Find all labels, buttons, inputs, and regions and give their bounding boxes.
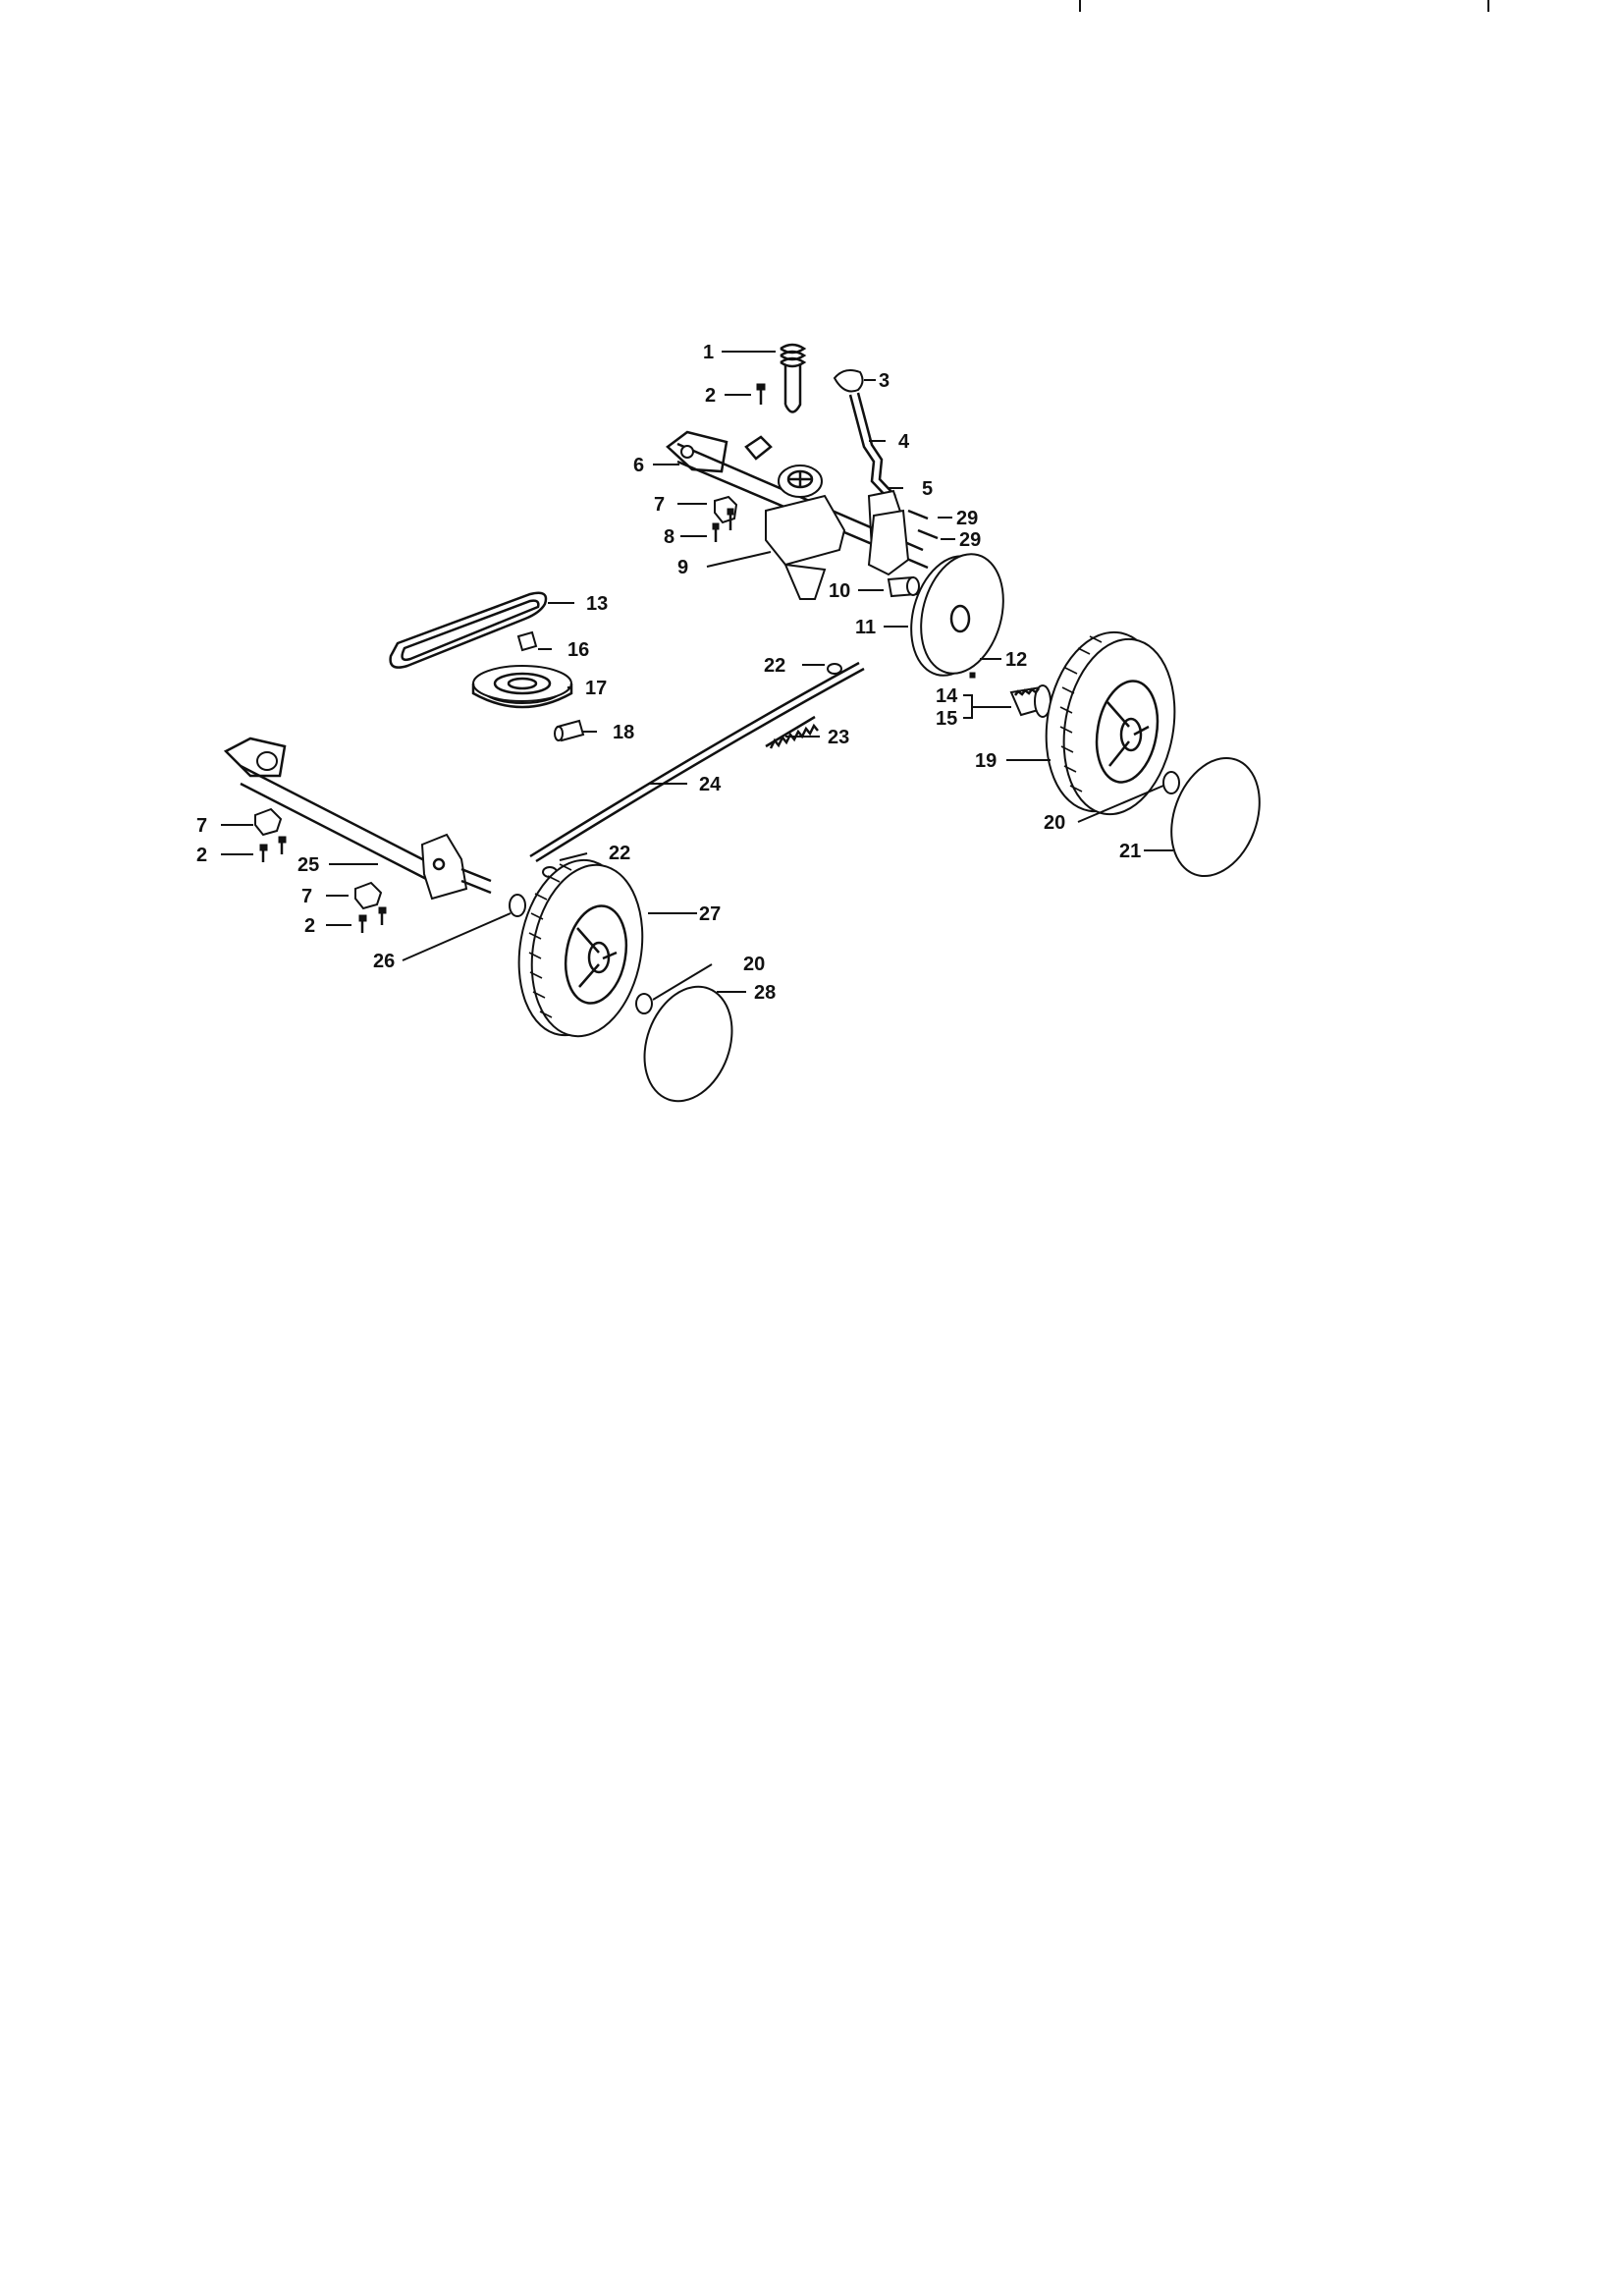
pulley-part [471, 665, 573, 709]
screw-part [259, 836, 387, 933]
knob-part [833, 369, 864, 393]
callout-2: 2 [705, 385, 716, 407]
bolt-part [712, 508, 734, 542]
callout-2: 2 [196, 845, 207, 866]
key-part [516, 630, 538, 652]
callout-17: 17 [585, 678, 607, 699]
hub-nut-part [635, 993, 653, 1014]
callout-9: 9 [677, 557, 688, 578]
callout-labels: 1 2 3 4 5 6 7 8 9 29 29 10 11 12 14 15 1… [196, 342, 1141, 1004]
leader-lines [221, 351, 1173, 1001]
washer-part [509, 894, 526, 917]
callout-20: 20 [1044, 812, 1065, 834]
key-part [969, 672, 976, 679]
callout-16: 16 [567, 639, 589, 661]
callout-11: 11 [855, 617, 876, 638]
callout-29: 29 [959, 529, 981, 551]
callout-5: 5 [922, 478, 933, 500]
callout-1: 1 [703, 342, 714, 363]
callout-24: 24 [699, 774, 722, 795]
callout-6: 6 [633, 455, 644, 476]
rod-part [529, 661, 860, 858]
callout-18: 18 [613, 722, 634, 743]
callout-27: 27 [699, 903, 721, 925]
hub-nut-part [1162, 771, 1180, 794]
belt-part [389, 591, 548, 669]
callout-20: 20 [743, 954, 765, 975]
spring-part [780, 343, 807, 413]
callout-7: 7 [654, 494, 665, 516]
callout-2: 2 [304, 915, 315, 937]
rear-wheel-part [1045, 630, 1176, 816]
callout-13: 13 [586, 593, 608, 615]
page-edge-marks [1079, 0, 1489, 12]
callout-4: 4 [898, 431, 910, 453]
pin-part [554, 719, 585, 742]
rod-part [535, 667, 865, 863]
callout-3: 3 [879, 370, 890, 392]
callout-8: 8 [664, 526, 674, 548]
callout-14: 14 [936, 685, 958, 707]
clip-part [354, 881, 383, 910]
callout-22: 22 [764, 655, 785, 677]
pulley-cover-part [910, 553, 1004, 677]
drive-gear-part [1009, 684, 1052, 718]
hubcap-part [1170, 756, 1261, 878]
front-wheel-part [517, 858, 644, 1038]
gearbox-part [765, 465, 846, 600]
bushing-part [887, 575, 920, 598]
axle-bracket [867, 509, 910, 576]
washer-part [827, 663, 842, 675]
callout-19: 19 [975, 750, 997, 772]
screw-part [756, 383, 766, 405]
callout-23: 23 [828, 727, 849, 748]
callout-12: 12 [1005, 649, 1027, 671]
callout-29: 29 [956, 508, 978, 529]
clip-part [254, 807, 283, 837]
callout-26: 26 [373, 951, 395, 972]
pin-part [907, 509, 939, 540]
extension-spring-part [765, 715, 819, 749]
callout-7: 7 [301, 886, 312, 907]
callout-22: 22 [609, 843, 630, 864]
front-axle-part [223, 737, 492, 901]
callout-28: 28 [754, 982, 776, 1004]
callout-21: 21 [1119, 841, 1141, 862]
hubcap-part [643, 985, 733, 1103]
callout-7: 7 [196, 815, 207, 837]
callout-15: 15 [936, 708, 957, 730]
callout-25: 25 [297, 854, 319, 876]
callout-10: 10 [829, 580, 850, 602]
